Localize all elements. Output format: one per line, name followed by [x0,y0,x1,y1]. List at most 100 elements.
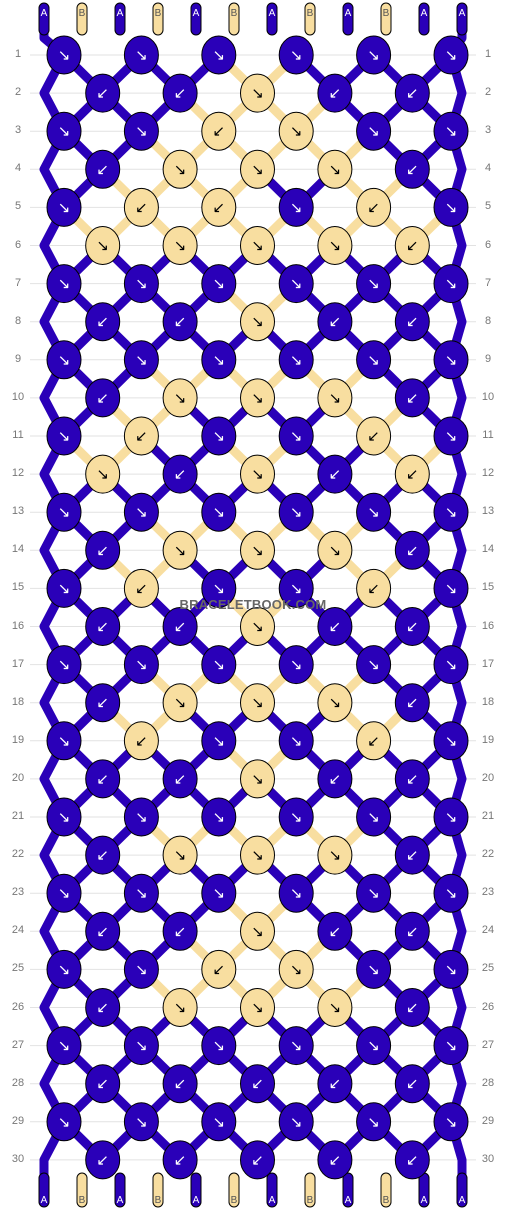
knot-oval [394,607,430,646]
knot: ↙ [317,759,353,799]
knot-arrow-icon: ↘ [213,1037,226,1055]
knot-arrow-icon: ↘ [58,427,71,445]
knot-oval [317,530,353,570]
knot-arrow-icon: ↘ [58,884,71,902]
knot: ↙ [85,683,121,723]
knot: ↘ [201,264,237,304]
knot: ↙ [85,302,121,342]
knot-arrow-icon: ↘ [329,237,342,255]
knot-arrow-icon: ↘ [213,732,226,750]
row-number-left: 30 [11,1152,25,1165]
knot: ↘ [46,264,82,304]
knot-oval [278,797,314,837]
knot-arrow-icon: ↘ [367,351,380,369]
knot: ↘ [46,111,82,151]
knot: ↙ [356,416,392,456]
row-number-left: 14 [11,543,25,556]
knot-arrow-icon: ↘ [213,427,226,445]
knot-arrow-icon: ↙ [96,618,109,636]
knot: ↘ [278,568,314,608]
knot-oval [433,187,469,227]
knot: ↘ [123,797,159,837]
knot-arrow-icon: ↙ [406,389,419,407]
knot-arrow-icon: ↙ [406,541,419,559]
bottom-string-label: A [41,1195,48,1206]
knot: ↙ [162,1064,198,1104]
knot-arrow-icon: ↘ [445,884,458,902]
knot-arrow-icon: ↙ [96,389,109,407]
knot-oval [123,873,159,913]
knot: ↙ [85,835,121,875]
knot: ↘ [240,835,275,875]
row-number-left: 21 [11,810,25,822]
row-number-left: 20 [11,771,25,784]
knot: ↘ [278,721,314,761]
row-number-right: 29 [481,1114,495,1127]
row-number-left: 28 [11,1076,25,1089]
knot-oval [201,492,237,532]
row-number-right: 7 [484,276,492,289]
knot-arrow-icon: ↘ [58,198,71,216]
knot-arrow-icon: ↙ [213,960,226,978]
knot-oval [240,73,275,113]
row-number-left: 22 [11,848,25,861]
knot-oval [394,378,430,418]
row-number-left: 9 [14,352,22,365]
knot-arrow-icon: ↘ [367,1113,380,1131]
knot-arrow-icon: ↘ [135,351,148,369]
knot: ↘ [201,340,237,380]
knot: ↘ [162,988,198,1027]
knot-oval [85,73,121,113]
knot-oval [433,721,469,761]
knot-oval [123,949,159,989]
knot-arrow-icon: ↘ [58,275,71,293]
knot: ↙ [123,187,159,227]
row-number-right: 9 [484,352,492,365]
knot: ↘ [356,797,392,837]
knot-oval [162,988,198,1027]
row-number-right: 28 [481,1076,495,1089]
knot-arrow-icon: ↘ [329,999,342,1017]
knot-arrow-icon: ↘ [135,275,148,293]
knot-oval [85,911,121,951]
knot: ↙ [85,378,121,418]
knot-oval [201,187,237,227]
knot-arrow-icon: ↙ [96,1075,109,1093]
knot: ↙ [201,949,237,989]
row-number-left: 13 [11,505,25,518]
knot-oval [317,835,353,875]
knot-arrow-icon: ↘ [251,541,264,559]
knot: ↙ [85,911,121,951]
knot-oval [278,645,314,685]
knot-arrow-icon: ↙ [406,1151,419,1169]
knot-oval [85,226,121,265]
knot-arrow-icon: ↘ [367,884,380,902]
knot-oval [394,1064,430,1104]
knot-oval [356,416,392,456]
knot-oval [317,683,353,723]
knot-oval [240,149,275,189]
knot-arrow-icon: ↘ [445,503,458,521]
row-number-right: 24 [481,924,495,937]
knot-arrow-icon: ↙ [329,770,342,788]
knot-oval [46,187,82,227]
knot-arrow-icon: ↘ [290,198,303,216]
knot-arrow-icon: ↘ [445,808,458,826]
top-string-label: A [459,8,466,19]
knot-oval [85,759,121,799]
knot-oval [433,797,469,837]
knot: ↘ [201,645,237,685]
knot: ↘ [123,1102,159,1142]
row-number-left: 19 [11,733,25,746]
knot: ↙ [356,187,392,227]
knot-oval [278,416,314,456]
knot-arrow-icon: ↙ [406,846,419,864]
knot-arrow-icon: ↘ [367,656,380,674]
knot-oval [123,340,159,380]
knot: ↘ [123,111,159,151]
knot: ↘ [46,873,82,913]
knot: ↙ [394,683,430,723]
knot: ↙ [356,721,392,761]
knot-arrow-icon: ↘ [213,656,226,674]
row-number-left: 16 [11,619,25,632]
